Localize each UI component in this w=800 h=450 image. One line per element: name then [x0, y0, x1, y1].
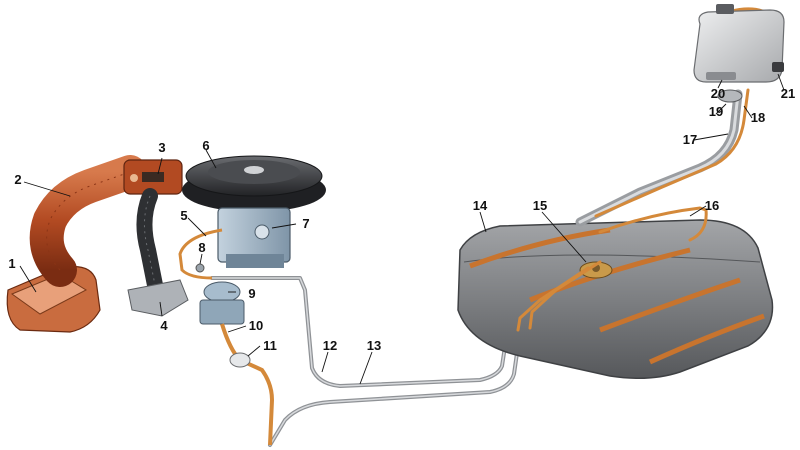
- carburetor: [217, 207, 291, 268]
- air-filter-housing: [182, 155, 326, 212]
- callout-18: 18: [751, 110, 765, 125]
- hot-air-hose: [127, 188, 189, 317]
- filler-cap: [717, 89, 743, 103]
- tank-strap-3: [599, 277, 741, 333]
- callout-labels: 1 2 3 4 5 6 7 8 9 10 11 12 13 14 15 16 1…: [8, 86, 795, 353]
- callout-4: 4: [160, 318, 168, 333]
- callout-8: 8: [198, 240, 205, 255]
- callout-16: 16: [705, 198, 719, 213]
- tank-strap-4: [648, 313, 765, 365]
- fuel-tank: [457, 219, 774, 379]
- callout-12: 12: [323, 338, 337, 353]
- callout-7: 7: [302, 216, 309, 231]
- callout-21: 21: [781, 86, 795, 101]
- callout-5: 5: [180, 208, 187, 223]
- return-valve: [195, 263, 205, 273]
- pump-inlet-hose: [220, 323, 275, 446]
- callout-20: 20: [711, 86, 725, 101]
- callout-1: 1: [8, 256, 15, 271]
- copper-lines: [516, 7, 782, 332]
- tank-strap-1: [469, 227, 611, 269]
- callout-14: 14: [473, 198, 488, 213]
- callout-10: 10: [249, 318, 263, 333]
- vent-line-16: [598, 206, 708, 242]
- callout-2: 2: [14, 172, 21, 187]
- callout-9: 9: [248, 286, 255, 301]
- callout-6: 6: [202, 138, 209, 153]
- callout-17: 17: [683, 132, 697, 147]
- fuel-filter: [229, 352, 251, 368]
- canister-hose-clip: [772, 62, 784, 72]
- carb-feed-line: [178, 228, 223, 280]
- callout-19: 19: [709, 104, 723, 119]
- callout-11: 11: [263, 338, 277, 353]
- callout-3: 3: [158, 140, 165, 155]
- callout-13: 13: [367, 338, 381, 353]
- callout-15: 15: [533, 198, 547, 213]
- leader-lines: [19, 73, 785, 385]
- vent-line-18: [594, 88, 750, 218]
- separator-canister: [693, 4, 785, 83]
- fuel-pump: [199, 281, 245, 325]
